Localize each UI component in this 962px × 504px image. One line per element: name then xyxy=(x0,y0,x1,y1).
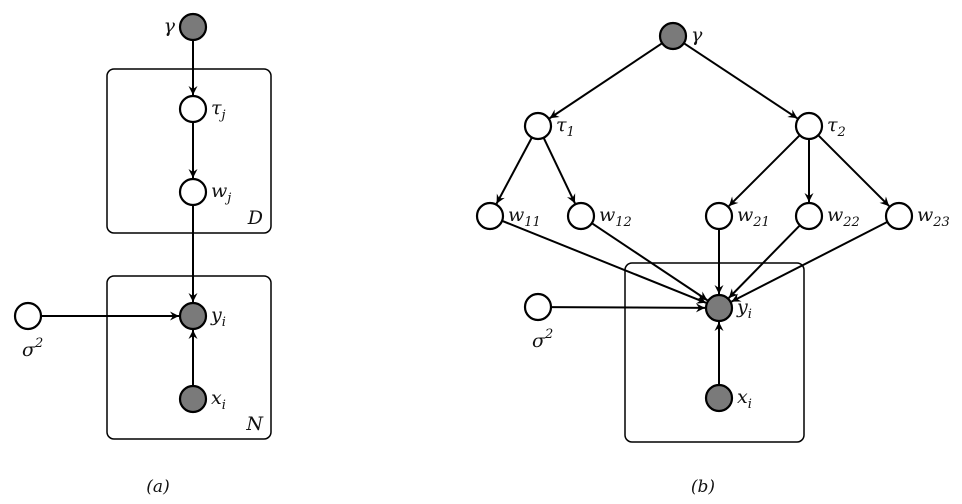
edge-b-tau_1-to-w_12 xyxy=(542,137,576,204)
node-label-a-y_i: yi xyxy=(210,304,226,330)
caption-a: (a) xyxy=(146,477,169,497)
node-a-tau_j xyxy=(178,94,208,124)
node-label-b-w_23: w23 xyxy=(917,204,950,230)
plate-a-N xyxy=(106,275,272,440)
node-label-a-tau_j: τj xyxy=(211,97,226,123)
node-b-x_i xyxy=(704,383,734,413)
node-b-w_21 xyxy=(704,201,734,231)
node-a-gamma xyxy=(178,12,208,42)
node-b-w_22 xyxy=(794,201,824,231)
plate-b-N xyxy=(624,262,805,443)
edge-b-w_22-to-y_i xyxy=(728,224,801,299)
node-a-x_i xyxy=(178,384,208,414)
node-b-sigma2 xyxy=(523,292,553,322)
node-label-a-x_i: xi xyxy=(211,387,226,413)
edge-b-gamma-to-tau_1 xyxy=(549,42,663,120)
edge-b-tau_1-to-w_11 xyxy=(495,136,533,205)
node-b-w_23 xyxy=(884,201,914,231)
node-b-w_12 xyxy=(566,201,596,231)
node-label-b-tau_1: τ1 xyxy=(556,114,575,140)
node-label-b-w_12: w12 xyxy=(599,204,632,230)
node-a-sigma2 xyxy=(13,301,43,331)
node-label-b-w_11: w11 xyxy=(508,204,541,230)
node-label-b-tau_2: τ2 xyxy=(827,114,846,140)
node-label-b-w_21: w21 xyxy=(737,204,770,230)
node-label-a-gamma: γ xyxy=(164,15,176,37)
edge-b-tau_2-to-w_21 xyxy=(728,134,801,207)
caption-b: (b) xyxy=(691,477,715,497)
node-label-b-sigma2: σ2 xyxy=(532,327,553,352)
edge-b-tau_2-to-w_23 xyxy=(817,134,890,207)
edge-b-w_23-to-y_i xyxy=(731,221,888,303)
node-label-b-x_i: xi xyxy=(737,386,752,412)
node-label-b-w_22: w22 xyxy=(827,204,860,230)
plate-label-a-N: N xyxy=(245,413,264,435)
plate-label-a-D: D xyxy=(247,207,263,229)
node-b-y_i xyxy=(704,293,734,323)
edge-b-w_12-to-y_i xyxy=(591,222,708,302)
edge-b-w_11-to-y_i xyxy=(501,219,707,304)
node-label-b-y_i: yi xyxy=(736,296,752,322)
node-b-w_11 xyxy=(475,201,505,231)
node-a-w_j xyxy=(178,177,208,207)
plate-a-D xyxy=(106,68,272,234)
node-label-a-w_j: wj xyxy=(211,180,231,206)
node-a-y_i xyxy=(178,301,208,331)
edge-b-gamma-to-tau_2 xyxy=(683,42,798,120)
edge-b-sigma2-to-y_i xyxy=(550,303,706,313)
node-b-tau_2 xyxy=(794,111,824,141)
node-b-gamma xyxy=(658,21,688,51)
node-label-b-gamma: γ xyxy=(691,24,703,46)
node-b-tau_1 xyxy=(523,111,553,141)
node-label-a-sigma2: σ2 xyxy=(22,336,43,361)
